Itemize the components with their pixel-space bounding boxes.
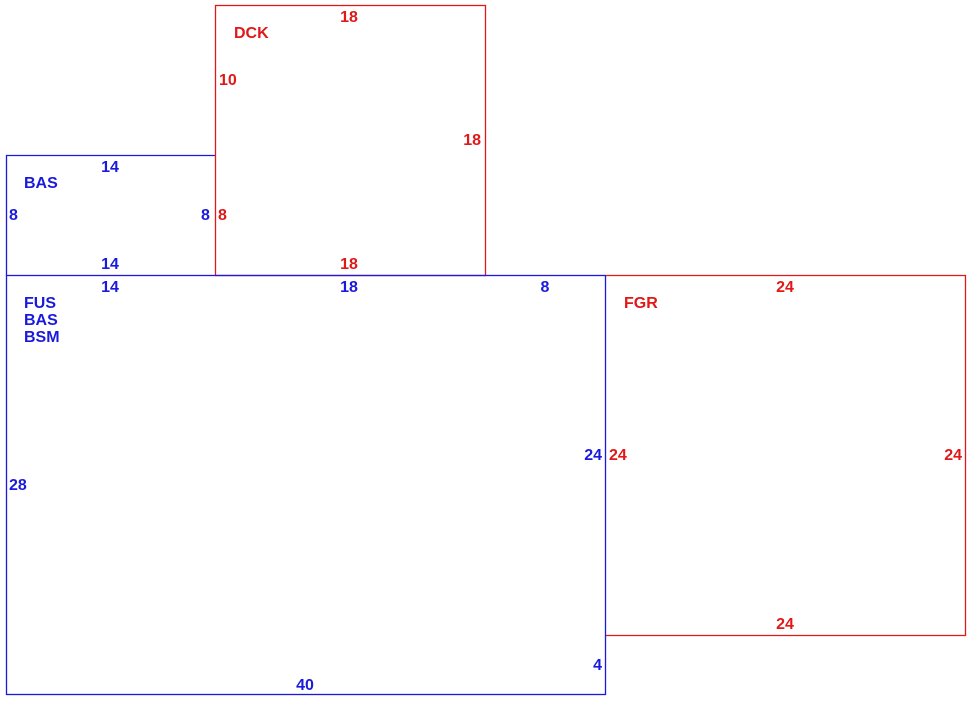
main-top-left-dim: 14	[101, 279, 119, 296]
main-top-mid-dim: 18	[340, 279, 358, 296]
bas-small-bottom-dim: 14	[101, 256, 119, 273]
bas-small-outline	[5, 154, 215, 276]
main-label-bsm: BSM	[24, 329, 60, 346]
bas-small-label: BAS	[24, 175, 58, 192]
dck-outline	[214, 4, 487, 277]
fgr-label: FGR	[624, 295, 658, 312]
main-label-fus: FUS	[24, 295, 56, 312]
area-bas-small: BAS 14 14 8 8	[5, 154, 215, 276]
bas-small-right-dim: 8	[201, 207, 210, 224]
area-fgr: FGR 24 24 24 24	[606, 274, 967, 637]
fgr-right-dim: 24	[944, 447, 962, 464]
area-dck: DCK 18 18 10 8 18	[214, 4, 487, 277]
fgr-top-dim: 24	[776, 279, 794, 296]
bas-small-top-dim: 14	[101, 159, 119, 176]
fgr-outline	[606, 274, 967, 637]
fgr-bottom-dim: 24	[776, 616, 794, 633]
dck-left-upper-dim: 10	[219, 72, 237, 89]
bas-small-left-dim: 8	[9, 207, 18, 224]
main-outline	[5, 274, 607, 696]
main-left-dim: 28	[9, 477, 27, 494]
main-right-dim: 24	[584, 447, 602, 464]
dck-left-lower-dim: 8	[218, 207, 227, 224]
fgr-left-dim: 24	[609, 447, 627, 464]
main-label-bas: BAS	[24, 312, 58, 329]
dck-bottom-dim: 18	[340, 256, 358, 273]
dck-label: DCK	[234, 25, 269, 42]
main-bottom-dim: 40	[296, 677, 314, 694]
dck-right-dim: 18	[463, 132, 481, 149]
main-right-bottom-dim: 4	[593, 657, 602, 674]
area-main: FUS BAS BSM 14 18 8 28 24 40 4	[5, 274, 607, 696]
main-top-right-dim: 8	[541, 279, 550, 296]
dck-top-dim: 18	[340, 9, 358, 26]
